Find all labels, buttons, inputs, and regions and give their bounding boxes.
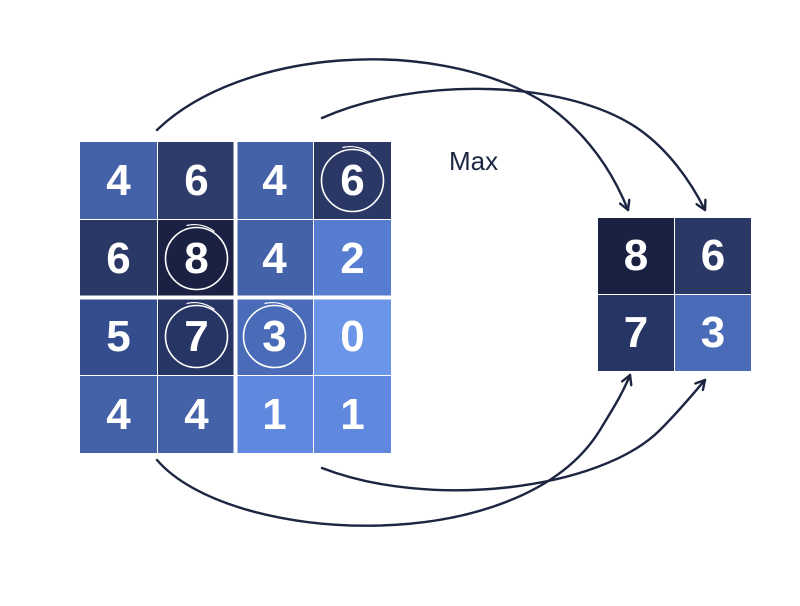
input-cell-r1-c3: 2: [314, 220, 391, 297]
input-cell-r2-c3: 0: [314, 298, 391, 375]
input-cell-r1-c0: 6: [80, 220, 157, 297]
output-cell-r0-c1: 6: [675, 218, 751, 294]
input-cell-r0-c3: 6: [314, 142, 391, 219]
input-cell-r2-c1: 7: [158, 298, 235, 375]
arrow-top-left-window: [155, 58, 628, 212]
output-cell-r1-c1: 3: [675, 295, 751, 371]
max-highlight-ring-accent-2: [186, 301, 215, 310]
arrow-bottom-left-window: [155, 373, 630, 527]
output-cell-r0-c0: 8: [598, 218, 674, 294]
input-cell-r3-c2: 1: [236, 376, 313, 453]
input-cell-r1-c2: 4: [236, 220, 313, 297]
max-highlight-ring-1: [164, 226, 229, 291]
input-cell-r1-c1: 8: [158, 220, 235, 297]
input-cell-r0-c2: 4: [236, 142, 313, 219]
input-cell-r0-c0: 4: [80, 142, 157, 219]
input-cell-r2-c0: 5: [80, 298, 157, 375]
input-cell-r2-c2: 3: [236, 298, 313, 375]
max-highlight-ring-accent-3: [264, 301, 293, 310]
input-cell-r3-c3: 1: [314, 376, 391, 453]
input-cell-r0-c1: 6: [158, 142, 235, 219]
operation-label: Max: [449, 146, 499, 176]
input-cell-r3-c0: 4: [80, 376, 157, 453]
input-cell-r3-c1: 4: [158, 376, 235, 453]
max-highlight-ring-0: [320, 148, 385, 213]
arrow-top-right-window: [320, 87, 705, 212]
max-highlight-ring-3: [242, 304, 307, 369]
max-highlight-ring-2: [164, 304, 229, 369]
max-highlight-ring-accent-0: [342, 145, 371, 154]
output-cell-r1-c0: 7: [598, 295, 674, 371]
max-highlight-ring-accent-1: [186, 223, 215, 232]
arrow-bottom-right-window: [320, 378, 707, 492]
